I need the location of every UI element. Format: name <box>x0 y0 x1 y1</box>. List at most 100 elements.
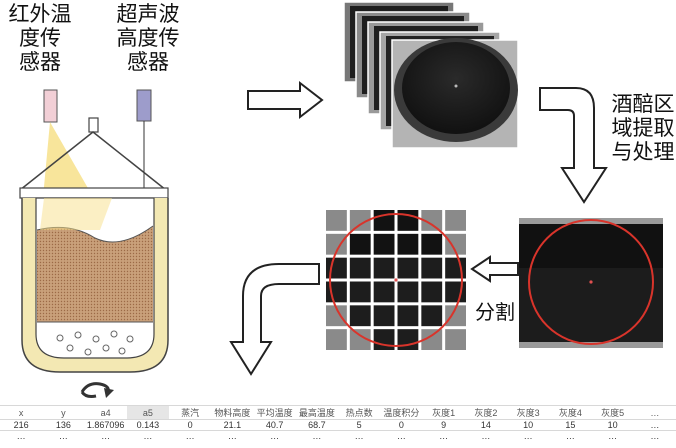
table-header-cell: 灰度4 <box>549 405 592 420</box>
image-frame <box>391 38 519 149</box>
ir-sensor-label-line: 感器 <box>19 50 61 74</box>
table-header-cell: 蒸汽 <box>169 405 212 420</box>
ultrasonic-sensor-label-line: 高度传 <box>116 26 180 50</box>
grid-cell <box>445 305 466 327</box>
grid-cell <box>373 210 395 231</box>
grid-cell <box>397 257 419 279</box>
grid-cell <box>397 233 419 255</box>
table-cell: … <box>507 430 550 441</box>
grid-cell <box>326 233 347 255</box>
table-cell: 10 <box>591 419 634 431</box>
table-cell: … <box>126 430 169 441</box>
table-header-cell: 平均温度 <box>253 405 296 420</box>
table-cell: 10 <box>507 419 550 431</box>
grid-cell <box>349 281 371 303</box>
grid-cell <box>445 329 466 350</box>
grid-cell <box>373 257 395 279</box>
table-cell: … <box>295 430 338 441</box>
grid-cell <box>349 305 371 327</box>
table-cell: … <box>549 430 592 441</box>
table-header-cell: y <box>42 405 85 420</box>
region-boundary-circle <box>528 219 654 345</box>
grid-cell <box>421 233 443 255</box>
grid-cell <box>397 281 419 303</box>
table-header-cell: … <box>633 405 676 420</box>
region-extraction-label: 酒醅区 域提取 与处理 <box>610 92 676 164</box>
grid-cell <box>373 329 395 350</box>
table-cell: … <box>380 430 423 441</box>
tank-rim <box>19 187 169 199</box>
table-header-cell: 最高温度 <box>295 405 338 420</box>
fermentation-tank-illustration <box>19 89 169 398</box>
grid-cell <box>421 257 443 279</box>
table-header-cell: 温度积分 <box>380 405 423 420</box>
arrow-left-icon <box>470 255 519 283</box>
table-cell: 21.1 <box>211 419 254 431</box>
infrared-beam-inner <box>40 198 112 230</box>
region-extraction-label-line: 域提取 <box>611 116 675 140</box>
grid-cell <box>326 210 347 231</box>
thermal-image-stack <box>343 1 519 149</box>
table-cell: … <box>0 430 43 441</box>
grid-cell <box>421 305 443 327</box>
table-cell: … <box>169 430 212 441</box>
table-header-cell: x <box>0 405 43 420</box>
table-cell: 68.7 <box>295 419 338 431</box>
table-cell: 9 <box>422 419 465 431</box>
table-cell: … <box>253 430 296 441</box>
table-header-cell: 物料高度 <box>211 405 254 420</box>
table-cell: … <box>422 430 465 441</box>
tank-lid <box>19 131 167 191</box>
ultrasonic-sensor-label-line: 感器 <box>127 50 169 74</box>
table-header-cell: a4 <box>84 405 127 420</box>
table-header-cell: 灰度5 <box>591 405 634 420</box>
grid-cell <box>421 281 443 303</box>
region-extraction-label-line: 酒醅区 <box>611 92 675 116</box>
table-cell: 0 <box>380 419 423 431</box>
table-cell: … <box>633 430 676 441</box>
table-cell: … <box>42 430 85 441</box>
table-header-cell: a5 <box>126 405 169 420</box>
grid-cell <box>349 257 371 279</box>
rotation-arrowhead-icon <box>104 388 114 398</box>
arrow-right-icon <box>247 80 324 120</box>
table-cell: 0 <box>169 419 212 431</box>
table-cell: … <box>591 430 634 441</box>
table-cell: 15 <box>549 419 592 431</box>
ir-sensor-label-line: 红外温 <box>8 2 72 26</box>
region-extraction-label-line: 与处理 <box>611 140 675 164</box>
grid-boundary-circle <box>329 213 463 347</box>
grid-cell <box>326 329 347 350</box>
extracted-region-image <box>519 218 663 348</box>
table-cell: 40.7 <box>253 419 296 431</box>
grid-cell <box>373 233 395 255</box>
table-cell: … <box>338 430 381 441</box>
grain-material <box>37 226 153 322</box>
segmented-grid-image <box>326 210 466 350</box>
split-label: 分割 <box>475 300 515 324</box>
grid-cell <box>349 233 371 255</box>
table-cell: 0.143 <box>126 419 169 431</box>
curved-arrow-down-icon <box>539 87 608 204</box>
grid-cell <box>421 210 443 231</box>
grid-cell <box>373 305 395 327</box>
grid-cell <box>397 329 419 350</box>
table-header-cell: 热点数 <box>338 405 381 420</box>
table-header-cell: 灰度3 <box>507 405 550 420</box>
curved-arrow-down-left-icon <box>229 263 320 376</box>
grid-cell <box>397 210 419 231</box>
table-cell: … <box>464 430 507 441</box>
grid-cell <box>445 281 466 303</box>
table-header-cell: 灰度1 <box>422 405 465 420</box>
table-row: ………………………………………… <box>0 430 676 441</box>
grid-cell <box>326 281 347 303</box>
table-cell: 5 <box>338 419 381 431</box>
ir-sensor-label: 红外温 度传 感器 <box>4 2 76 74</box>
grid-cell <box>445 233 466 255</box>
liquid-bubbles <box>56 330 134 356</box>
ultrasonic-sensor-label-line: 超声波 <box>116 2 180 26</box>
grid-cell <box>373 281 395 303</box>
